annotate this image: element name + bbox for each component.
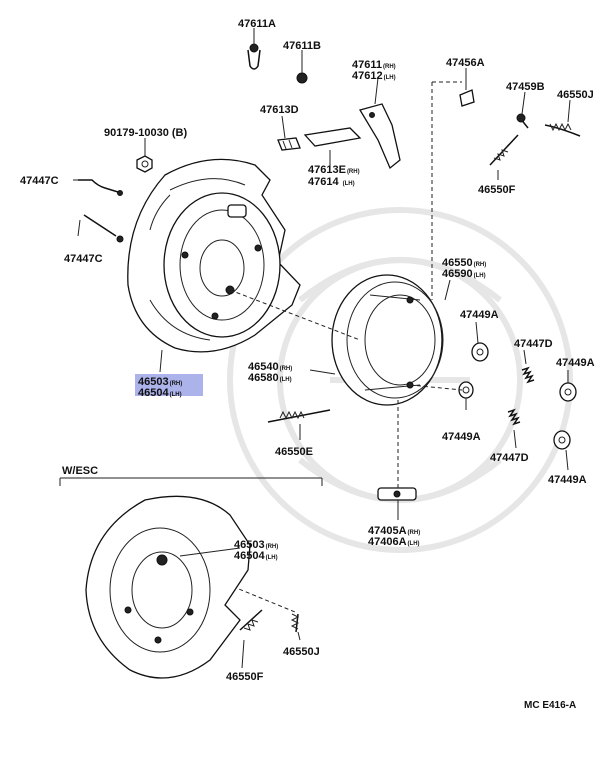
cup-47449A-a[interactable] xyxy=(471,342,489,362)
label-47456A[interactable]: 47456A xyxy=(446,57,485,69)
parking-brake-cable-clip[interactable] xyxy=(78,179,123,196)
label-46504-highlight[interactable]: 46504(LH) xyxy=(138,387,182,399)
lever-47613E[interactable] xyxy=(303,127,362,147)
label-47459B[interactable]: 47459B xyxy=(506,81,545,93)
nut-90179[interactable] xyxy=(136,155,153,173)
label-47449A-a[interactable]: 47449A xyxy=(460,309,499,321)
parking-brake-lever-47611[interactable] xyxy=(359,103,401,170)
label-47405A[interactable]: 47405A(RH) xyxy=(368,525,420,537)
backing-plate-esc[interactable] xyxy=(85,495,251,679)
leader-lines-top xyxy=(73,28,571,520)
cup-47449A-d[interactable] xyxy=(553,430,571,450)
label-47406A[interactable]: 47406A(LH) xyxy=(368,536,420,548)
label-47449A-b[interactable]: 47449A xyxy=(556,357,595,369)
highlight-box xyxy=(135,374,203,396)
spring-47447D-a[interactable] xyxy=(521,366,535,384)
label-47447C-b[interactable]: 47447C xyxy=(64,253,103,265)
spring-46550F-bottom[interactable] xyxy=(239,609,263,631)
label-46540[interactable]: 46540(RH) xyxy=(248,361,292,373)
label-46503-highlight[interactable]: 46503(RH) xyxy=(138,376,182,388)
label-47612[interactable]: 47612(LH) xyxy=(352,70,396,82)
label-46550F-top[interactable]: 46550F xyxy=(478,184,516,196)
leader-lines-bottom xyxy=(179,547,301,669)
label-47614[interactable]: 47614(LH) xyxy=(308,176,355,188)
retainer-47459B[interactable] xyxy=(516,113,529,129)
spring-46550F-top[interactable] xyxy=(489,134,519,166)
adjuster-47456A[interactable] xyxy=(459,89,475,107)
label-47611[interactable]: 47611(RH) xyxy=(352,59,396,71)
label-47447D-b[interactable]: 47447D xyxy=(490,452,529,464)
label-46580[interactable]: 46580(LH) xyxy=(248,372,292,384)
label-90179[interactable]: 90179-10030 (B) xyxy=(104,127,188,139)
label-47449A-c[interactable]: 47449A xyxy=(442,431,481,443)
label-46550J-top[interactable]: 46550J xyxy=(557,89,594,101)
parking-brake-bolt[interactable] xyxy=(83,214,124,243)
diagram-id: MC E416-A xyxy=(524,700,576,711)
clip-47611A[interactable] xyxy=(247,43,261,70)
label-46550E[interactable]: 46550E xyxy=(275,446,313,458)
strut-47613D[interactable] xyxy=(277,137,301,151)
label-47447D-a[interactable]: 47447D xyxy=(514,338,553,350)
label-47613E[interactable]: 47613E(RH) xyxy=(308,164,360,176)
section-divider xyxy=(59,477,323,486)
brake-shoe-set[interactable] xyxy=(331,274,444,406)
brake-backing-plate[interactable] xyxy=(163,192,281,338)
label-46590[interactable]: 46590(LH) xyxy=(442,268,486,280)
label-47611A[interactable]: 47611A xyxy=(238,18,276,30)
label-46550[interactable]: 46550(RH) xyxy=(442,257,486,269)
label-46550F-bottom[interactable]: 46550F xyxy=(226,671,264,683)
label-47613D[interactable]: 47613D xyxy=(260,104,299,116)
cup-47449A-b[interactable] xyxy=(559,382,577,402)
label-47449A-d[interactable]: 47449A xyxy=(548,474,587,486)
label-47611B[interactable]: 47611B xyxy=(283,40,321,52)
section-label-wesc: W/ESC xyxy=(62,465,98,477)
label-46504-bottom[interactable]: 46504(LH) xyxy=(234,550,278,562)
pin-47611B[interactable] xyxy=(296,72,308,84)
wheel-cylinder-47405A[interactable] xyxy=(377,487,417,501)
label-47447C-a[interactable]: 47447C xyxy=(20,175,59,187)
label-46503-bottom[interactable]: 46503(RH) xyxy=(234,539,278,551)
spring-46550E[interactable] xyxy=(267,409,331,423)
spring-46550J-bottom[interactable] xyxy=(290,613,300,633)
spring-47447D-b[interactable] xyxy=(507,408,521,426)
label-46550J-bottom[interactable]: 46550J xyxy=(283,646,320,658)
spring-46550J-top[interactable] xyxy=(544,122,581,137)
